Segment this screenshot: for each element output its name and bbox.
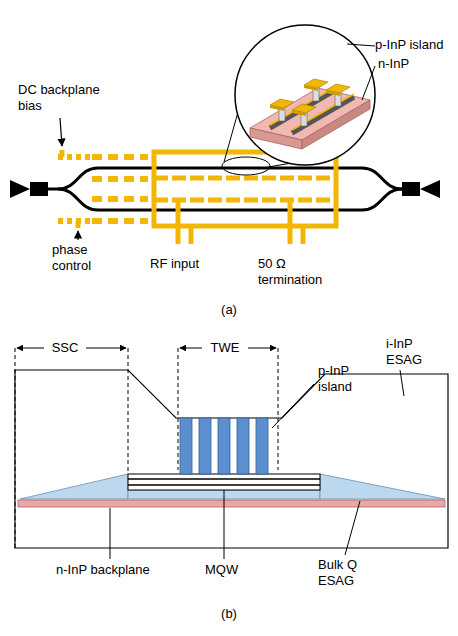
subfigure-label: (b)	[209, 606, 249, 622]
p-inp-islands	[180, 418, 268, 474]
phase-electrodes	[58, 150, 148, 228]
part-label: phase control	[52, 242, 116, 274]
island-3d	[292, 104, 316, 126]
part-label: n-InP	[378, 56, 438, 72]
island-3d	[304, 79, 328, 101]
part-label: DC backplane bias	[18, 82, 118, 114]
leader-lines	[110, 370, 404, 559]
part-label: MQW	[205, 562, 255, 578]
mz-waveguide	[10, 168, 440, 210]
island-3d	[326, 84, 350, 106]
subfigure-label: (a)	[209, 302, 249, 318]
leader-line	[347, 44, 375, 46]
island-3d	[270, 99, 294, 121]
part-label: n-InP backplane	[56, 562, 186, 578]
part-label: 50 Ω termination	[258, 256, 344, 288]
traveling-wave-electrode	[154, 152, 336, 244]
pointer-arrow	[77, 231, 78, 240]
esag-outline	[15, 370, 448, 548]
part-label: i-InP ESAG	[386, 336, 448, 368]
part-label: TWE	[202, 340, 248, 356]
layer-stack	[18, 474, 445, 507]
part-label: RF input	[150, 256, 222, 272]
zoom-callout	[222, 25, 375, 175]
leader-line	[362, 66, 375, 100]
part-label: Bulk Q ESAG	[318, 557, 388, 589]
dimension-marks	[15, 348, 278, 548]
part-label: p-InP island	[318, 363, 380, 395]
inset-3d-view	[250, 79, 370, 149]
part-label: SSC	[44, 340, 86, 356]
part-label: p-InP island	[375, 37, 455, 53]
pointer-arrow	[60, 118, 62, 146]
